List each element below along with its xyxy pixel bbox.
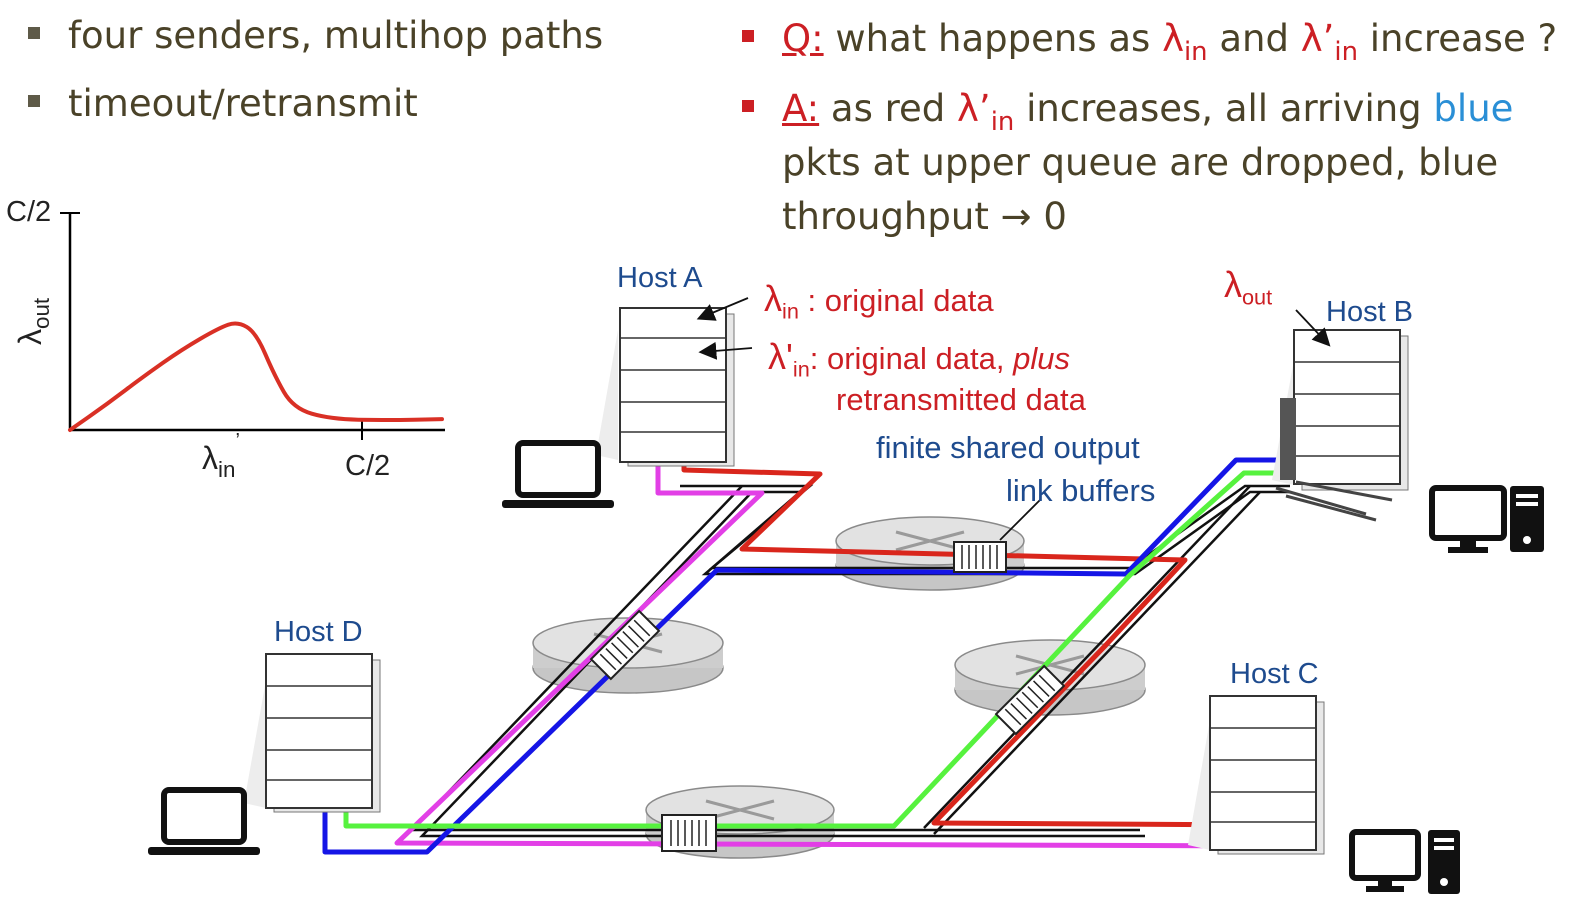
annotation-arrow-lambda-in-prime (698, 341, 753, 360)
annotation-arrow-lambda-in (696, 297, 749, 321)
x-end-tick-label: C/2 (345, 450, 391, 482)
desktop-icon (1349, 829, 1460, 894)
host-c-stack (1188, 695, 1325, 855)
retransmitted-annotation: retransmitted data (836, 382, 1086, 417)
throughput-graph (60, 212, 445, 440)
bullet-timeout: timeout/retransmit (28, 82, 418, 125)
annotation-arrow-lambda-out (1295, 309, 1331, 347)
bullet-square-icon (742, 30, 754, 42)
laptop-icon (148, 787, 260, 855)
host-c-label: Host C (1230, 658, 1319, 690)
answer-line-1: A: as red λ’in increases, all arriving b… (742, 87, 1513, 137)
bullet-square-icon (742, 100, 754, 112)
desktop-icon (1429, 485, 1544, 553)
server-icon (1275, 398, 1393, 522)
host-a-stack (596, 307, 735, 467)
x-tick-label: λin’ (202, 430, 240, 482)
host-b-label: Host B (1326, 296, 1414, 328)
lambda-out-annotation: λout (1224, 264, 1273, 310)
lambda-in-annotation: λin : original data (764, 278, 994, 324)
host-a-label: Host A (617, 262, 703, 294)
host-b-stack (1272, 329, 1409, 491)
lambda-in-prime-annotation: λ'in: original data, plus (768, 336, 1070, 382)
answer-line-3: throughput → 0 (782, 195, 1067, 238)
throughput-curve (68, 321, 444, 432)
y-top-tick-label: C/2 (6, 196, 52, 228)
bullet-multihop: four senders, multihop paths (28, 14, 603, 57)
annotation-arrow-buffers (999, 499, 1041, 541)
host-d-stack (244, 653, 381, 813)
buffer-left (589, 609, 661, 681)
flow-red (681, 324, 1269, 828)
bullet-square-icon (28, 95, 40, 107)
buffer-annotation-line-1: finite shared output (876, 430, 1140, 465)
buffer-annotation-line-2: link buffers (1006, 473, 1156, 508)
buffer-bottom (661, 814, 717, 852)
answer-line-2: pkts at upper queue are dropped, blue (782, 141, 1499, 184)
question-text: Q: what happens as λin and λ’in increase… (742, 17, 1557, 67)
buffer-right (994, 664, 1066, 736)
bullet-square-icon (28, 27, 40, 39)
laptop-icon (502, 440, 614, 508)
host-d-label: Host D (274, 616, 363, 648)
buffer-top (953, 541, 1007, 573)
